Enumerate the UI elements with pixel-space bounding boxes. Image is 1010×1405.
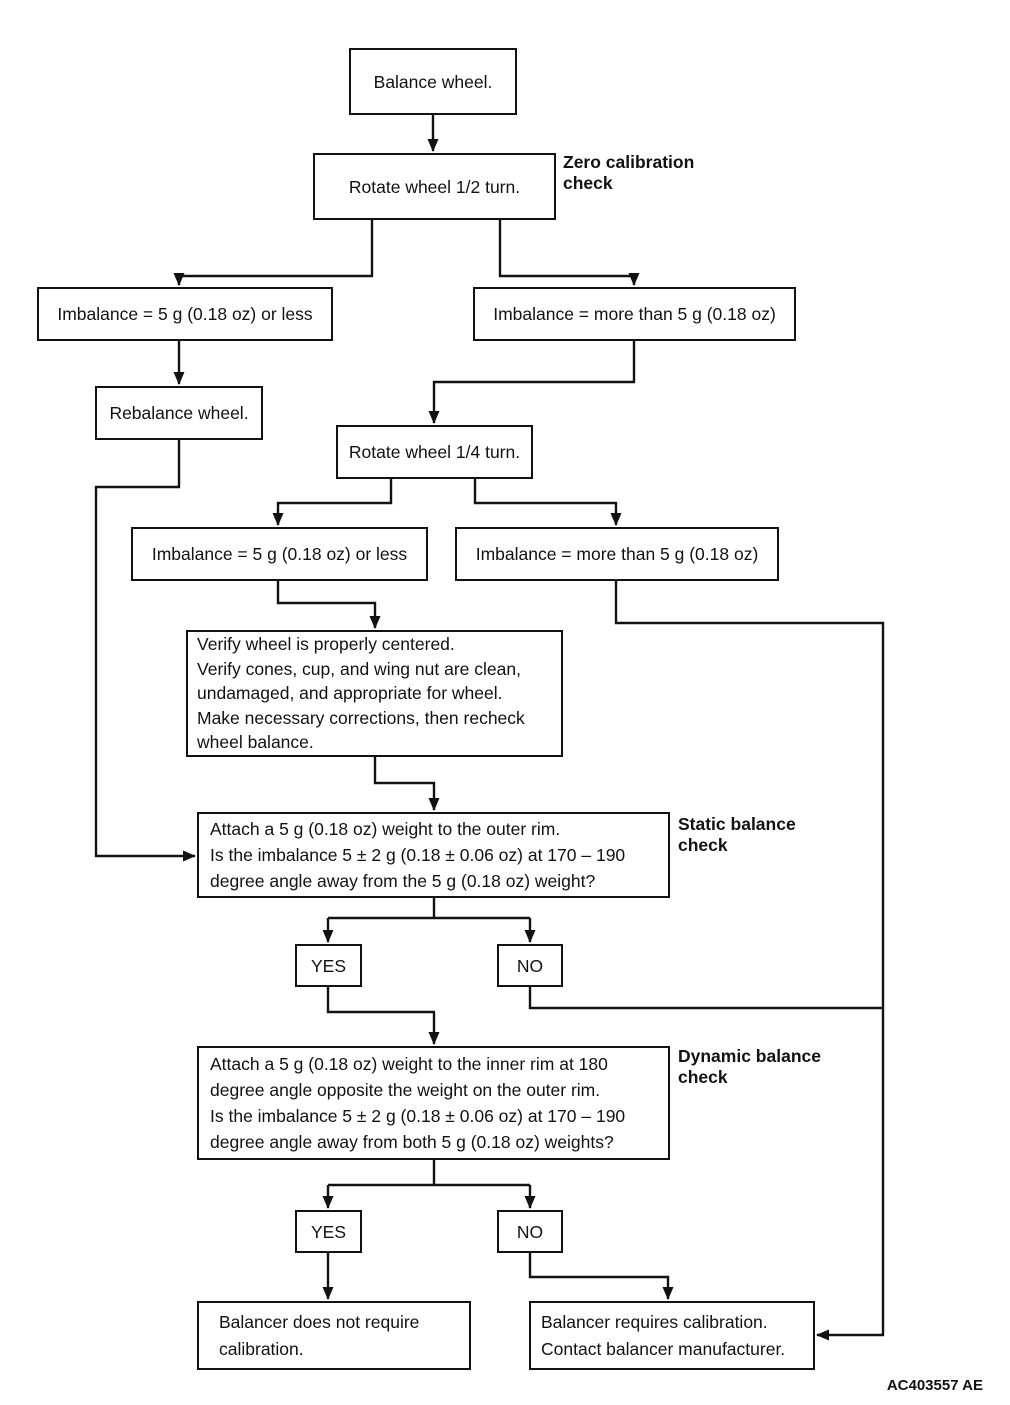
node-rotate-half-turn-label: Rotate wheel 1/2 turn. <box>348 176 521 197</box>
node-verify-wheel-centering: Verify wheel is properly centered. Verif… <box>186 630 563 757</box>
node-imbalance-less-1: Imbalance = 5 g (0.18 oz) or less <box>37 287 333 341</box>
node-balance-wheel: Balance wheel. <box>349 48 517 115</box>
node-dynamic-yes: YES <box>295 1210 362 1253</box>
connector-dynamic-no-to-requires-calibration <box>528 1253 674 1300</box>
node-no-calibration-required: Balancer does not require calibration. <box>197 1301 471 1370</box>
connector-verify-to-static-check <box>373 757 440 811</box>
node-rebalance-wheel-label: Rebalance wheel. <box>109 403 249 423</box>
node-requires-calibration: Balancer requires calibration. Contact b… <box>529 1301 815 1370</box>
node-static-yes: YES <box>295 944 362 987</box>
node-imbalance-more-1: Imbalance = more than 5 g (0.18 oz) <box>473 287 796 341</box>
node-no-calibration-required-label: Balancer does not require calibration. <box>219 1311 420 1359</box>
connector-imbalance-more-1-to-rotate-quarter <box>428 341 636 424</box>
connector-rebalance-to-static-check <box>94 440 196 862</box>
node-dynamic-yes-label: YES <box>310 1221 347 1242</box>
node-imbalance-more-2-label: Imbalance = more than 5 g (0.18 oz) <box>475 544 759 564</box>
connector-imbalance-less-2-to-verify <box>276 581 381 629</box>
node-static-balance-check: Attach a 5 g (0.18 oz) weight to the out… <box>197 812 670 898</box>
node-requires-calibration-label: Balancer requires calibration. Contact b… <box>541 1311 786 1359</box>
node-static-balance-check-label: Attach a 5 g (0.18 oz) weight to the out… <box>210 819 626 891</box>
node-rotate-half-turn: Rotate wheel 1/2 turn. <box>313 153 556 220</box>
connector-rotate-half-to-imbalance-less-1 <box>173 220 374 286</box>
node-static-no: NO <box>497 944 563 987</box>
node-verify-wheel-centering-label: Verify wheel is properly centered. Verif… <box>197 634 525 753</box>
label-dynamic-balance-check: Dynamic balance check <box>678 1046 821 1087</box>
node-imbalance-less-2-label: Imbalance = 5 g (0.18 oz) or less <box>151 544 408 564</box>
label-static-balance-check: Static balance check <box>678 814 796 855</box>
node-imbalance-less-1-label: Imbalance = 5 g (0.18 oz) or less <box>57 304 313 324</box>
node-dynamic-balance-check-label: Attach a 5 g (0.18 oz) weight to the inn… <box>210 1054 626 1152</box>
node-static-no-label: NO <box>516 955 544 976</box>
node-static-yes-label: YES <box>310 955 347 976</box>
connector-static-yes-to-dynamic-check <box>326 987 440 1045</box>
node-imbalance-less-2: Imbalance = 5 g (0.18 oz) or less <box>131 527 428 581</box>
node-imbalance-more-1-label: Imbalance = more than 5 g (0.18 oz) <box>493 304 776 324</box>
label-zero-calibration-check: Zero calibration check <box>563 152 695 193</box>
connector-static-check-split <box>328 898 530 920</box>
figure-code: AC403557 AE <box>886 1377 983 1394</box>
connector-rotate-quarter-to-imbalance-more-2 <box>473 479 622 526</box>
connector-rotate-quarter-to-imbalance-less-2 <box>272 479 393 526</box>
connector-dynamic-check-split <box>328 1160 530 1187</box>
connector-imbalance-more-2-to-requires-calibration <box>614 581 885 1341</box>
node-rotate-quarter-turn-label: Rotate wheel 1/4 turn. <box>348 442 521 462</box>
node-dynamic-no: NO <box>497 1210 563 1253</box>
node-dynamic-balance-check: Attach a 5 g (0.18 oz) weight to the inn… <box>197 1046 670 1160</box>
node-balance-wheel-label: Balance wheel. <box>373 71 493 92</box>
node-dynamic-no-label: NO <box>516 1221 544 1242</box>
node-imbalance-more-2: Imbalance = more than 5 g (0.18 oz) <box>455 527 779 581</box>
node-rebalance-wheel: Rebalance wheel. <box>95 386 263 440</box>
connector-static-no-to-right-rail <box>528 987 883 1010</box>
node-rotate-quarter-turn: Rotate wheel 1/4 turn. <box>336 425 533 479</box>
connector-rotate-half-to-imbalance-more-1 <box>498 220 640 286</box>
